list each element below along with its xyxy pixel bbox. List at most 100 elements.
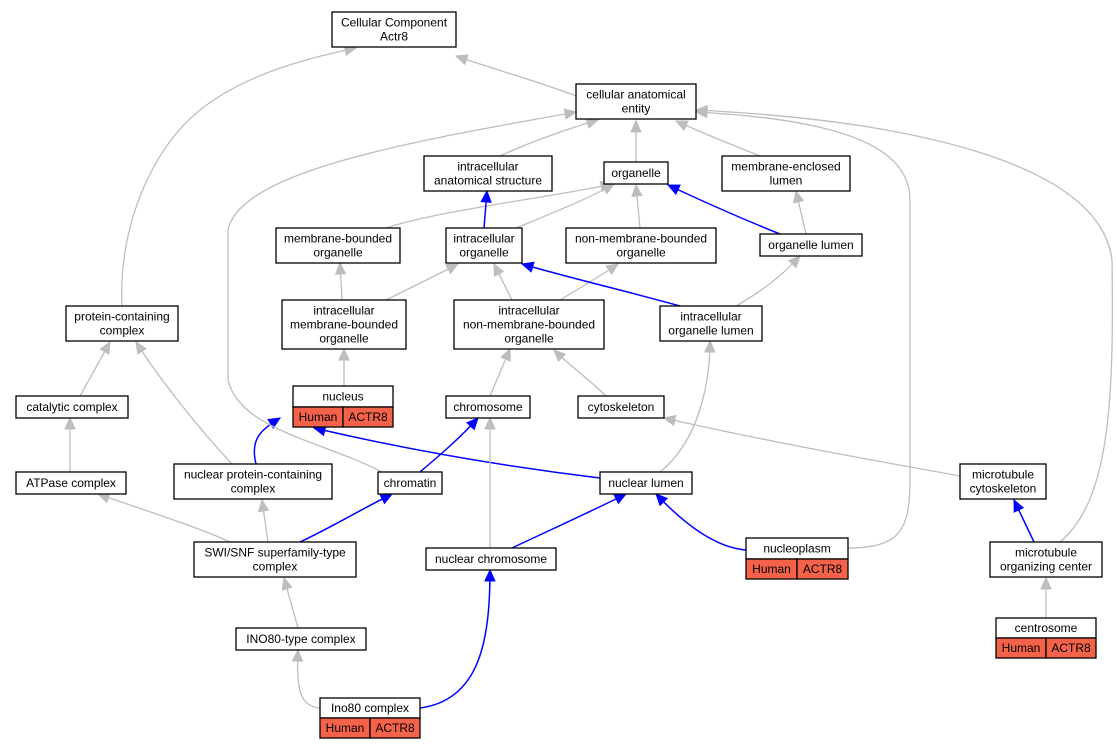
node-box bbox=[759, 233, 863, 257]
arrowhead-icon bbox=[445, 263, 460, 275]
arrowhead-icon bbox=[99, 340, 111, 355]
node-box bbox=[721, 155, 851, 192]
is-a-edge-line bbox=[121, 47, 357, 307]
gene-cell bbox=[342, 406, 394, 428]
node-chromosome[interactable]: chromosome bbox=[445, 395, 531, 419]
node-label: microtubule bbox=[972, 468, 1034, 482]
node-label: membrane-bounded bbox=[284, 232, 392, 246]
part-of-edge-line bbox=[419, 569, 491, 709]
node-cytoskeleton[interactable]: cytoskeleton bbox=[577, 395, 665, 419]
node-label: complex bbox=[253, 560, 298, 574]
edge-microtubule_organizing_center-to-microtubule_cytoskeleton bbox=[1013, 498, 1035, 543]
arrowhead-icon bbox=[267, 417, 282, 429]
edge-intracellular_organelle_lumen-to-organelle_lumen bbox=[735, 255, 801, 307]
arrowhead-icon bbox=[553, 349, 567, 363]
edge-swi_snf_complex-to-chromatin bbox=[299, 493, 394, 543]
is-a-edge-line bbox=[695, 111, 911, 549]
node-label: organelle bbox=[611, 166, 661, 180]
node-box bbox=[65, 305, 179, 342]
is-a-edge-line bbox=[227, 111, 577, 473]
node-box bbox=[173, 463, 333, 500]
node-label: anatomical structure bbox=[434, 174, 542, 188]
node-label: cytoskeleton bbox=[588, 400, 655, 414]
node-label: Cellular Component bbox=[341, 16, 448, 30]
edge-organelle_lumen-to-membrane_enclosed_lumen bbox=[792, 189, 807, 235]
edge-chromosome-to-intracellular_non_membrane_bounded_organelle bbox=[489, 347, 511, 397]
node-ino80-type-complex[interactable]: INO80-type complex bbox=[235, 627, 367, 651]
arrowhead-icon bbox=[480, 189, 492, 203]
edge-ino80_type_complex-to-swi_snf_complex bbox=[281, 576, 299, 629]
node-label: complex bbox=[231, 482, 276, 496]
node-label: catalytic complex bbox=[26, 400, 117, 414]
species-label: Human bbox=[1002, 641, 1041, 655]
node-nuclear-chromosome[interactable]: nuclear chromosome bbox=[425, 547, 557, 571]
edge-centrosome-to-microtubule_organizing_center bbox=[1040, 576, 1052, 618]
node-label: organelle bbox=[319, 332, 369, 346]
node-box bbox=[575, 83, 697, 120]
node-nuclear-lumen[interactable]: nuclear lumen bbox=[599, 471, 693, 495]
node-box bbox=[235, 627, 367, 651]
node-chromatin[interactable]: chromatin bbox=[377, 471, 443, 495]
gene-cell bbox=[796, 558, 849, 580]
edge-swi_snf_complex-to-nuclear_protein_containing_complex bbox=[257, 498, 270, 543]
arrowhead-icon bbox=[379, 493, 394, 505]
arrowhead-icon bbox=[655, 493, 669, 507]
arrowhead-icon bbox=[666, 184, 681, 196]
node-label: organizing center bbox=[1000, 560, 1092, 574]
edge-membrane_enclosed_lumen-to-cellular_anatomical_entity bbox=[674, 120, 761, 157]
node-box bbox=[989, 541, 1103, 578]
gene-cell bbox=[369, 717, 421, 739]
arrowhead-icon bbox=[662, 414, 677, 427]
node-label: ATPase complex bbox=[26, 476, 116, 490]
edge-nucleus-to-intracellular_membrane_bounded_organelle bbox=[338, 347, 350, 386]
arrowhead-icon bbox=[630, 119, 642, 133]
node-box bbox=[959, 463, 1047, 500]
arrowhead-icon bbox=[484, 568, 496, 582]
node-box bbox=[15, 471, 127, 495]
node-catalytic-complex[interactable]: catalytic complex bbox=[15, 395, 129, 419]
node-organelle-lumen[interactable]: organelle lumen bbox=[759, 233, 863, 257]
edge-ino80_complex-to-nuclear_chromosome bbox=[419, 568, 496, 709]
species-label: Human bbox=[299, 410, 338, 424]
arrowhead-icon bbox=[454, 54, 469, 66]
node-label: Ino80 complex bbox=[331, 701, 409, 715]
node-atpase-complex[interactable]: ATPase complex bbox=[15, 471, 127, 495]
part-of-edge-line bbox=[521, 263, 681, 307]
node-label: intracellular bbox=[453, 232, 514, 246]
arrowhead-icon bbox=[334, 261, 347, 275]
node-box bbox=[577, 395, 665, 419]
edge-intracellular_organelle_lumen-to-intracellular_organelle bbox=[520, 261, 681, 307]
arrowhead-icon bbox=[500, 347, 511, 362]
node-organelle[interactable]: organelle bbox=[603, 161, 669, 185]
is-a-edge-line bbox=[663, 417, 961, 477]
node-intracellular-non-membrane-bounded-organelle[interactable]: intracellularnon-membrane-boundedorganel… bbox=[453, 299, 605, 350]
edge-ino80_complex-to-ino80_type_complex bbox=[291, 648, 321, 709]
node-label: organelle bbox=[313, 246, 363, 260]
gene-label: ACTR8 bbox=[348, 410, 388, 424]
node-label: chromosome bbox=[453, 400, 523, 414]
part-of-edge-line bbox=[313, 427, 601, 479]
gene-label: ACTR8 bbox=[803, 562, 843, 576]
node-label: nucleus bbox=[322, 390, 363, 404]
edge-cellular_anatomical_entity-to-cellular_component bbox=[454, 54, 577, 97]
part-of-edge-line bbox=[299, 493, 393, 543]
